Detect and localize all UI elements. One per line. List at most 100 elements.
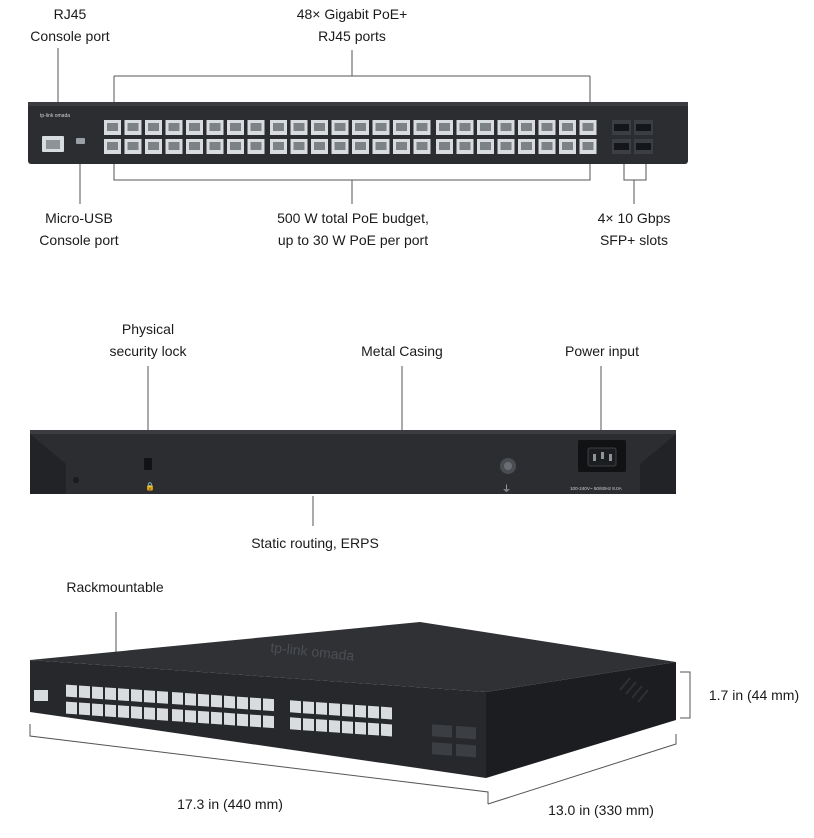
angled-side-vents xyxy=(619,677,649,703)
dimension-lines xyxy=(29,671,691,805)
rj45-port-socket xyxy=(107,142,118,150)
bracket-sfp xyxy=(623,160,647,204)
rj45-port-socket xyxy=(375,123,387,131)
rj45-port-socket xyxy=(582,142,594,150)
rj45-port-socket xyxy=(168,142,180,150)
rj45-port-socket xyxy=(355,142,366,150)
angled-rj45-port xyxy=(303,701,314,714)
angled-rj45-port xyxy=(342,720,353,734)
angled-sfp-slot xyxy=(456,743,476,758)
rj45-port-socket xyxy=(250,123,262,131)
rj45-port-socket xyxy=(127,142,139,150)
angled-rj45-port xyxy=(198,710,209,724)
front-brand-text: tp-link omada xyxy=(40,113,70,119)
rj45-port-socket xyxy=(521,142,532,150)
label-rackmountable: Rackmountable xyxy=(66,579,164,595)
angled-rj45-port xyxy=(79,702,90,716)
rj45-port-socket xyxy=(459,123,471,131)
rj45-port-socket xyxy=(168,123,180,131)
sfp-slot-array xyxy=(612,120,653,154)
rj45-port-socket xyxy=(416,123,428,131)
sfp-slot-opening xyxy=(636,143,651,150)
rj45-port-socket xyxy=(314,142,325,150)
rj45-port-socket xyxy=(189,123,200,131)
rj45-port-socket xyxy=(459,142,471,150)
rj45-port-socket xyxy=(273,142,284,150)
rj45-port-socket xyxy=(562,142,573,150)
rj45-port-socket xyxy=(293,123,305,131)
rj45-port-socket xyxy=(189,142,200,150)
rj45-port-socket xyxy=(127,123,139,131)
sfp-slot-opening xyxy=(636,124,651,131)
angled-rj45-port xyxy=(316,719,327,732)
angled-rj45-port xyxy=(250,697,261,711)
angled-rj45-port xyxy=(172,709,183,722)
sfp-slot-opening xyxy=(614,124,629,131)
angled-rj45-port xyxy=(92,686,103,700)
label-height: 1.7 in (44 mm) xyxy=(708,687,800,703)
rj45-port-socket xyxy=(541,142,553,150)
rj45-port-socket xyxy=(107,123,118,131)
rj45-port-socket xyxy=(480,142,491,150)
angled-sfp-array xyxy=(432,724,476,758)
label-width: 17.3 in (440 mm) xyxy=(177,796,283,812)
angled-chassis: tp-link omada xyxy=(30,612,676,778)
angled-rj45-port xyxy=(263,715,274,729)
rj45-port-socket xyxy=(314,123,325,131)
angled-rj45-port xyxy=(381,706,392,720)
rj45-port-socket xyxy=(439,123,450,131)
angled-rj45-port xyxy=(144,707,155,720)
angled-sfp-slot xyxy=(432,724,452,738)
angled-rj45-port xyxy=(144,690,155,703)
front-chassis: tp-link omada xyxy=(28,102,688,164)
angled-rj45-port xyxy=(224,695,235,709)
label-depth: 13.0 in (330 mm) xyxy=(548,802,654,818)
rj45-port-socket xyxy=(500,142,512,150)
angled-rj45-port xyxy=(237,713,248,727)
rj45-port-socket xyxy=(582,123,594,131)
label-static-routing: Static routing, ERPS xyxy=(251,535,379,551)
rj45-port-socket xyxy=(334,142,346,150)
angled-rj45-port xyxy=(329,703,340,716)
rj45-port-socket xyxy=(416,142,428,150)
angled-sfp-slot xyxy=(432,742,452,756)
rj45-port-socket xyxy=(521,123,532,131)
rj45-port-array xyxy=(104,120,597,154)
rj45-port-socket xyxy=(355,123,366,131)
ground-icon: ⏚ xyxy=(502,484,511,495)
label-poe-budget: 500 W total PoE budget,up to 30 W PoE pe… xyxy=(277,210,429,248)
angled-rj45-port xyxy=(118,688,129,702)
angled-rj45-port xyxy=(250,714,261,728)
lock-icon: 🔒 xyxy=(145,482,155,491)
angled-rj45-port xyxy=(303,718,314,731)
dimension-width xyxy=(29,724,489,804)
angled-rj45-port xyxy=(185,692,196,706)
rj45-port-socket xyxy=(230,123,241,131)
angled-rj45-port xyxy=(172,692,183,705)
angled-rj45-port xyxy=(131,689,142,702)
label-metal-casing: Metal Casing xyxy=(361,343,443,359)
angled-rj45-port xyxy=(198,693,209,707)
rj45-port-socket xyxy=(396,123,407,131)
angled-rj45-port xyxy=(290,717,301,731)
angled-rj45-port xyxy=(342,703,353,717)
rj45-port-socket xyxy=(148,142,159,150)
rj45-port-socket xyxy=(562,123,573,131)
rj45-port-socket xyxy=(230,142,241,150)
rj45-port-socket xyxy=(148,123,159,131)
sfp-slot-opening xyxy=(614,143,629,150)
angled-rj45-port xyxy=(211,694,222,708)
rj45-port-socket xyxy=(439,142,450,150)
rj45-port-socket xyxy=(375,142,387,150)
angled-rj45-port xyxy=(329,720,340,733)
angled-rj45-port xyxy=(290,700,301,714)
rear-chassis: 🔒 ⏚ 100-240V~ 50/60Hz 8.0A xyxy=(30,430,676,495)
rj45-port-socket xyxy=(541,123,553,131)
angled-port-array xyxy=(66,684,392,737)
angled-rj45-port xyxy=(185,709,196,723)
angled-rj45-port xyxy=(157,707,168,721)
